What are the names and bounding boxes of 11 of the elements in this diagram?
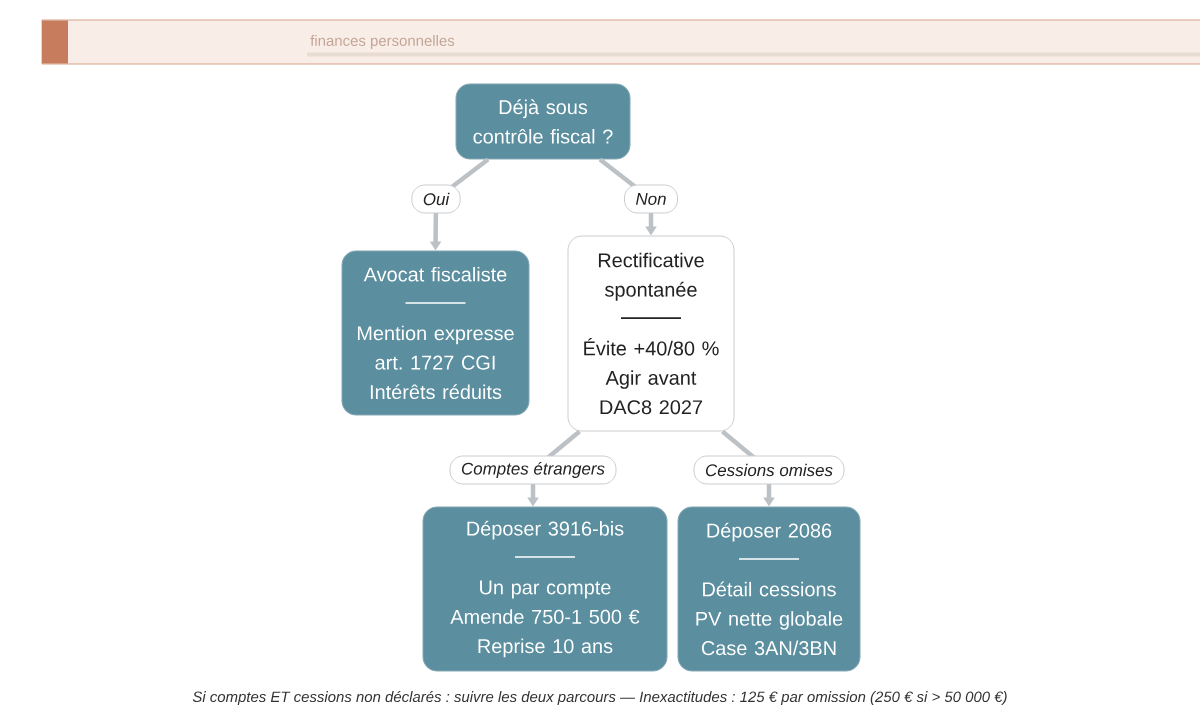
action-box: Déposer 2086 Détail cessions PV nette globale Case 3AN/3BN [677, 506, 861, 672]
caption: Si comptes ET cessions non déclarés : suivre les deux parcours — Inexactitudes : 125 € par omission (250 € si > 50 000 €) [192, 690, 1007, 706]
header-label: finances personnelles [310, 35, 455, 49]
edge-label: Cessions omises [693, 455, 845, 485]
action-box: Déposer 3916-bis Un par compte Amende 750-1 500 € Reprise 10 ans [422, 506, 668, 672]
question-box: Déjà sous contrôle fiscal ? [455, 83, 631, 160]
action-box: Avocat fiscaliste Mention expresse art. 1727 CGI Intérêts réduits [341, 250, 530, 416]
edge-label: Oui [411, 184, 461, 214]
edge-label: Comptes étrangers [449, 455, 617, 485]
edge-label: Non [623, 184, 679, 214]
action-box: Rectificative spontanée Évite +40/80 % Agir avant DAC8 2027 [567, 235, 735, 432]
